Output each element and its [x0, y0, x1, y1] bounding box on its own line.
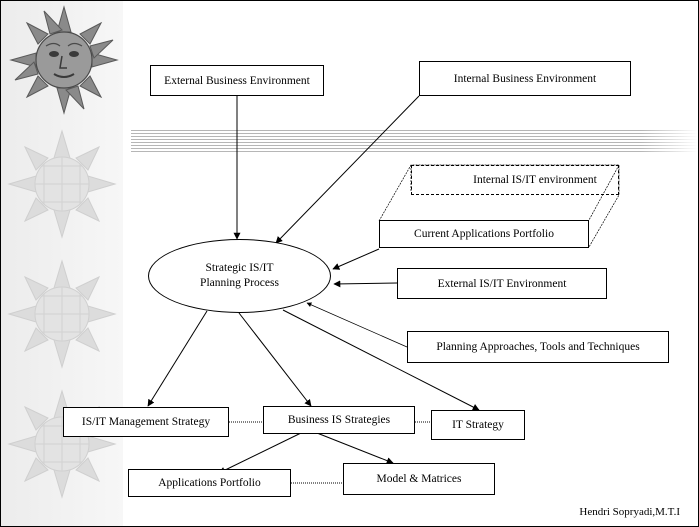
- business-is-strategies-box: Business IS Strategies: [263, 406, 415, 434]
- planning-approaches-box: Planning Approaches, Tools and Technique…: [407, 331, 669, 363]
- current-applications-portfolio-label: Current Applications Portfolio: [414, 228, 554, 240]
- current-applications-portfolio-box: Current Applications Portfolio: [379, 220, 589, 248]
- prism-outline: [378, 164, 620, 248]
- arrow-business-is-to-apps: [218, 432, 302, 474]
- strategic-planning-process-node: Strategic IS/IT Planning Process: [148, 239, 331, 313]
- isit-management-strategy-label: IS/IT Management Strategy: [81, 416, 211, 428]
- applications-portfolio-label: Applications Portfolio: [158, 477, 261, 489]
- external-business-environment-label: External Business Environment: [164, 74, 310, 87]
- external-isit-environment-box: External IS/IT Environment: [397, 268, 607, 299]
- external-business-environment-box: External Business Environment: [150, 65, 324, 96]
- internal-business-environment-box: Internal Business Environment: [419, 61, 631, 96]
- planning-process-line2: Planning Process: [200, 277, 279, 289]
- arrow-approaches-to-process: [306, 302, 408, 348]
- internal-business-environment-label: Internal Business Environment: [453, 72, 597, 85]
- arrow-process-to-it-strategy: [282, 309, 480, 411]
- arrow-internal-to-process: [275, 95, 420, 244]
- arrow-process-to-business-is: [238, 312, 312, 407]
- horizontal-rule-fade: [641, 130, 698, 152]
- arrow-external-isit-to-process: [333, 280, 398, 288]
- external-isit-environment-label: External IS/IT Environment: [437, 277, 567, 290]
- author-footer: Hendri Sopryadi,M.T.I: [579, 506, 680, 518]
- arrow-portfolio-to-process: [332, 248, 380, 270]
- planning-approaches-label: Planning Approaches, Tools and Technique…: [436, 341, 640, 353]
- sun-icon: [7, 259, 117, 369]
- arrow-business-is-to-model: [316, 432, 394, 464]
- model-matrices-box: Model & Matrices: [343, 463, 495, 495]
- internal-isit-environment-box: Internal IS/IT environment: [411, 165, 619, 195]
- applications-portfolio-box: Applications Portfolio: [128, 469, 291, 497]
- planning-process-line1: Strategic IS/IT: [205, 262, 274, 274]
- it-strategy-label: IT Strategy: [452, 419, 504, 431]
- internal-isit-environment-label: Internal IS/IT environment: [473, 174, 597, 186]
- business-is-strategies-label: Business IS Strategies: [287, 414, 391, 426]
- isit-management-strategy-box: IS/IT Management Strategy: [63, 407, 229, 437]
- horizontal-rule: [131, 130, 698, 152]
- arrow-process-to-isit-mgmt: [147, 310, 208, 407]
- sun-icon: [7, 129, 117, 239]
- it-strategy-box: IT Strategy: [431, 410, 525, 440]
- model-matrices-label: Model & Matrices: [376, 473, 462, 485]
- sun-face-icon: [9, 5, 119, 115]
